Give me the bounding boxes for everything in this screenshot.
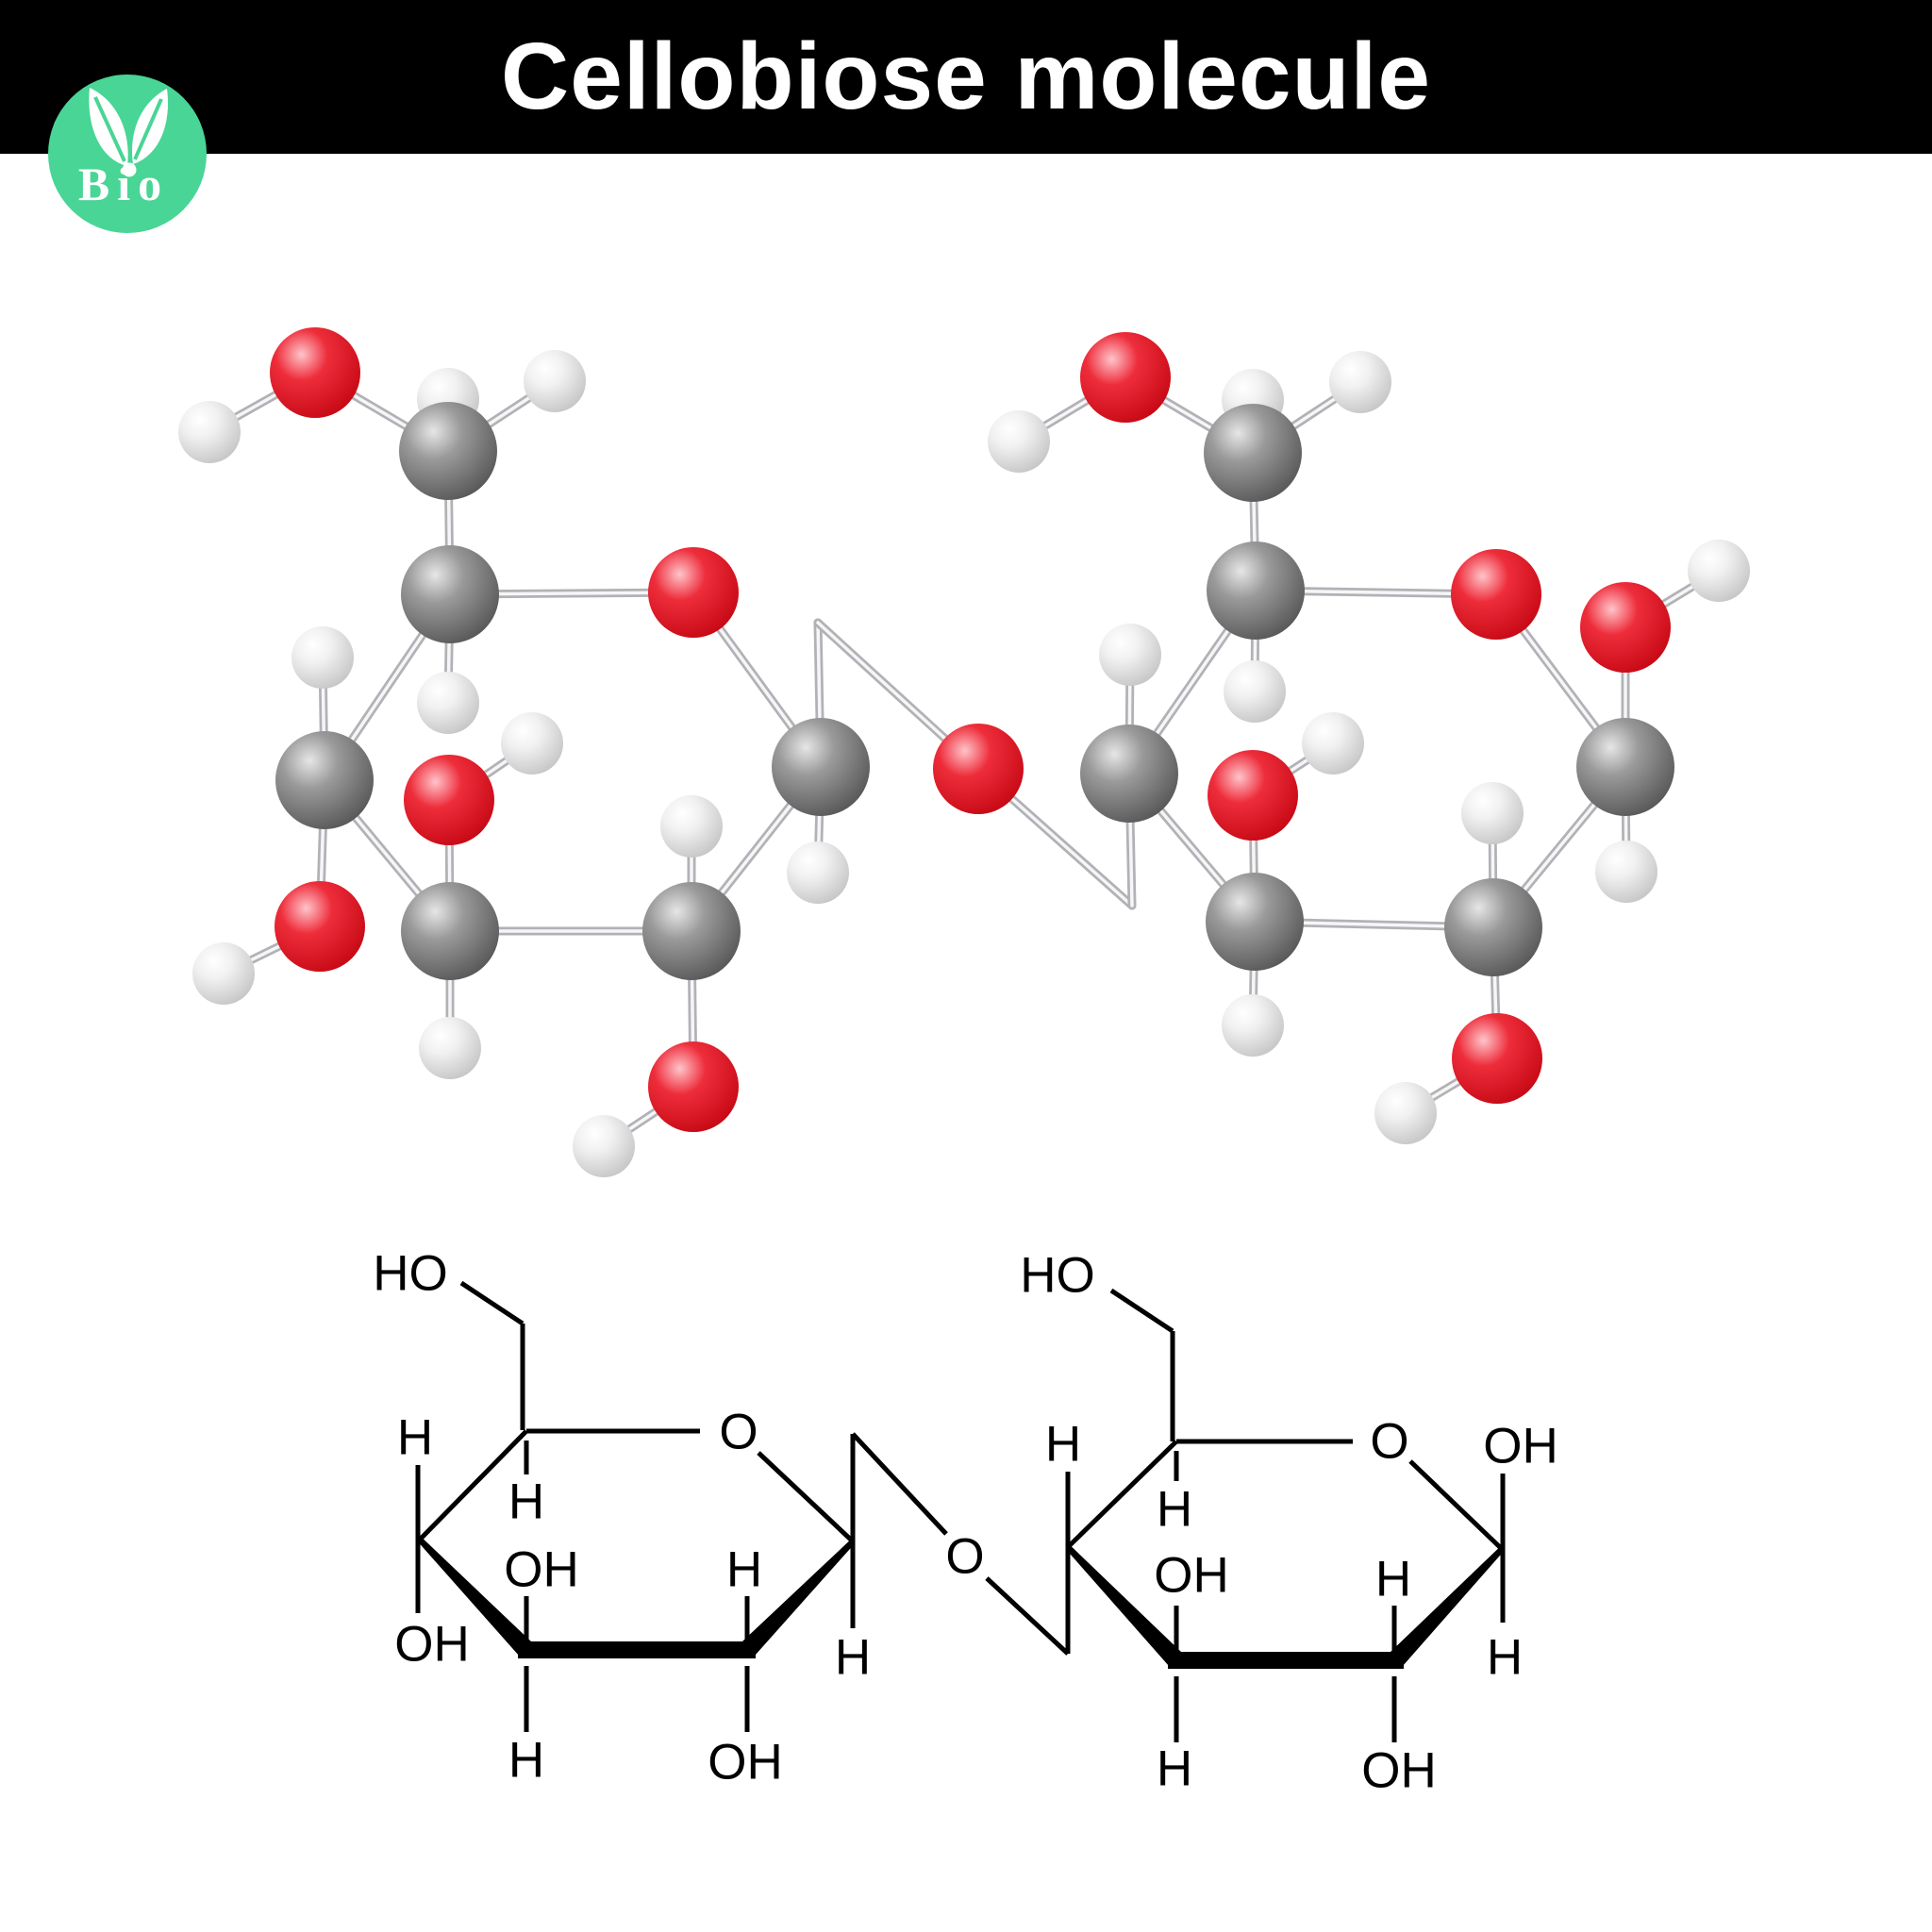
formula-bond (1408, 1459, 1504, 1551)
atom-HC5b (1224, 660, 1286, 723)
atom-HO1b (1688, 540, 1750, 602)
atom-HC5 (417, 672, 479, 734)
formula-label-O: O (719, 1405, 758, 1460)
formula-bond (1109, 1288, 1174, 1334)
atom-HC1b (1595, 841, 1657, 903)
atom-HO6b (988, 410, 1050, 473)
atom-C2b (1444, 878, 1542, 976)
formula-label-OH: OH (1483, 1419, 1558, 1474)
atom-O6b (1080, 332, 1171, 423)
formula-wedge-bond (1065, 1544, 1184, 1667)
atom-O4 (275, 881, 365, 972)
formula-label-OH: OH (1154, 1548, 1229, 1604)
formula-label-HO: HO (373, 1246, 448, 1302)
ball-stick-model (178, 327, 1750, 1177)
title-bar: Cellobiose molecule (0, 0, 1932, 154)
atom-O6 (270, 327, 360, 418)
atom-HC1 (787, 841, 849, 904)
formula-bond (985, 1576, 1070, 1656)
atom-HO2b (1374, 1082, 1437, 1144)
formula-label-H: H (508, 1733, 544, 1789)
formula-label-OH: OH (1361, 1743, 1437, 1799)
formula-label-O: O (1370, 1414, 1408, 1470)
formula-label-OH: OH (708, 1735, 783, 1790)
logo-text: Bio (78, 158, 169, 210)
atom-O3b (1208, 750, 1298, 841)
formula-bond (418, 1429, 528, 1541)
atom-HC6bb (1329, 351, 1391, 413)
atom-C1b (1576, 718, 1674, 816)
atom-C1 (772, 718, 870, 816)
formula-bond (851, 1432, 948, 1536)
atom-HO3 (501, 712, 563, 774)
formula-label-H: H (726, 1542, 762, 1598)
atom-C6 (399, 402, 497, 500)
formula-bond (459, 1280, 525, 1326)
formula-label-H: H (1375, 1552, 1411, 1607)
atom-HO3b (1302, 712, 1364, 774)
page-title: Cellobiose molecule (501, 24, 1431, 129)
formula-bond (757, 1451, 855, 1543)
formula-label-H: H (835, 1630, 871, 1686)
formula-label-H: H (1157, 1482, 1192, 1538)
formula-label-H: H (1157, 1741, 1192, 1797)
atom-C3 (401, 882, 499, 980)
atom-O1b (1580, 582, 1671, 673)
formula-label-H: H (397, 1410, 433, 1466)
atom-HO6 (178, 401, 241, 463)
atoms (178, 327, 1750, 1177)
formula-label-OH: OH (394, 1617, 470, 1673)
atom-O5 (648, 547, 739, 638)
atom-O2b (1452, 1013, 1542, 1104)
atom-HO4 (192, 942, 255, 1005)
atom-HO2 (573, 1115, 635, 1177)
leaves-icon (89, 88, 169, 177)
formula-label-H: H (508, 1474, 544, 1530)
atom-C6b (1204, 404, 1302, 502)
atom-O5b (1451, 549, 1541, 640)
atom-HC6b (524, 350, 586, 412)
atom-C5b (1207, 541, 1305, 640)
bio-logo-icon: Bio (48, 75, 207, 233)
atom-HC4b (1099, 624, 1161, 686)
atom-C2 (642, 882, 741, 980)
atom-HC3b (1222, 994, 1284, 1057)
formula-wedge-bond (417, 1537, 534, 1657)
atom-O3 (404, 755, 494, 845)
atom-HC2 (660, 795, 723, 858)
atom-C4b (1080, 724, 1178, 823)
formula-bond (1066, 1440, 1178, 1549)
atom-HC2b (1461, 782, 1524, 844)
formula-label-HO: HO (1020, 1248, 1095, 1304)
atom-C5 (401, 545, 499, 643)
atom-HC4 (291, 626, 354, 689)
formula-label-H: H (1045, 1417, 1081, 1473)
formula-label-O: O (945, 1529, 984, 1585)
atom-OG (933, 724, 1024, 814)
formula-label-H: H (1487, 1630, 1523, 1686)
atom-C3b (1206, 873, 1304, 971)
atom-O2 (648, 1041, 739, 1132)
atom-C4 (275, 731, 374, 829)
formula-label-OH: OH (504, 1542, 579, 1598)
formula-wedge-bond (740, 1539, 856, 1657)
formula-wedge-bond (1388, 1546, 1505, 1667)
atom-HC3 (419, 1017, 481, 1079)
